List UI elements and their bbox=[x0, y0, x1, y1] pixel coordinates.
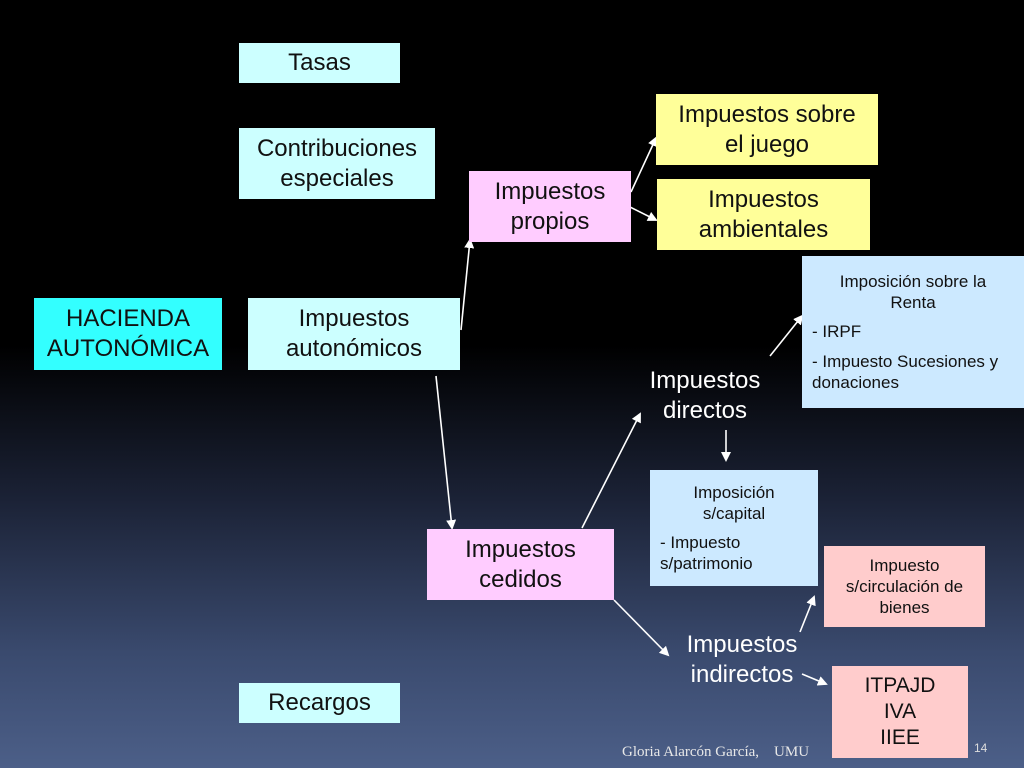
arrow-indirectos-to-circulacion bbox=[799, 595, 816, 633]
node-impuestos-ambientales: Impuestos ambientales bbox=[657, 179, 870, 250]
node-hacienda-autonomica: HACIENDA AUTONÓMICA bbox=[34, 298, 222, 370]
node-impuestos-directos: Impuestos directos bbox=[649, 367, 761, 424]
node-impuestos-propios: Impuestos propios bbox=[469, 171, 631, 242]
arrow-directos-to-renta bbox=[769, 314, 804, 357]
arrow-autonomicos-to-cedidos bbox=[435, 375, 457, 530]
node-impuestos-indirectos: Impuestos indirectos bbox=[686, 631, 798, 688]
node-impuesto-circulacion-bienes: Impuesto s/circulación de bienes bbox=[824, 546, 985, 627]
footer-author: Gloria Alarcón García, UMU bbox=[622, 744, 810, 760]
node-recargos: Recargos bbox=[239, 683, 400, 723]
arrow-indirectos-to-itpajd bbox=[801, 673, 828, 686]
arrow-cedidos-to-directos bbox=[581, 412, 641, 529]
node-impuestos-autonomicos: Impuestos autonómicos bbox=[248, 298, 460, 370]
node-itpajd-iva-iiee: ITPAJD IVA IIEE bbox=[832, 666, 968, 758]
node-contribuciones-especiales: Contribuciones especiales bbox=[239, 128, 435, 199]
node-impuestos-cedidos: Impuestos cedidos bbox=[427, 529, 614, 600]
node-tasas: Tasas bbox=[239, 43, 400, 83]
node-imposicion-s-capital: Imposición s/capital - Impuesto s/patrim… bbox=[650, 470, 818, 586]
node-imposicion-sobre-la-renta: Imposición sobre la Renta - IRPF - Impue… bbox=[802, 256, 1024, 408]
arrow-autonomicos-to-propios bbox=[460, 238, 475, 331]
node-impuestos-sobre-el-juego: Impuestos sobre el juego bbox=[656, 94, 878, 165]
page-number: 14 bbox=[974, 741, 988, 755]
arrow-cedidos-to-indirectos bbox=[613, 599, 670, 657]
arrow-propios-to-juego bbox=[630, 136, 658, 193]
